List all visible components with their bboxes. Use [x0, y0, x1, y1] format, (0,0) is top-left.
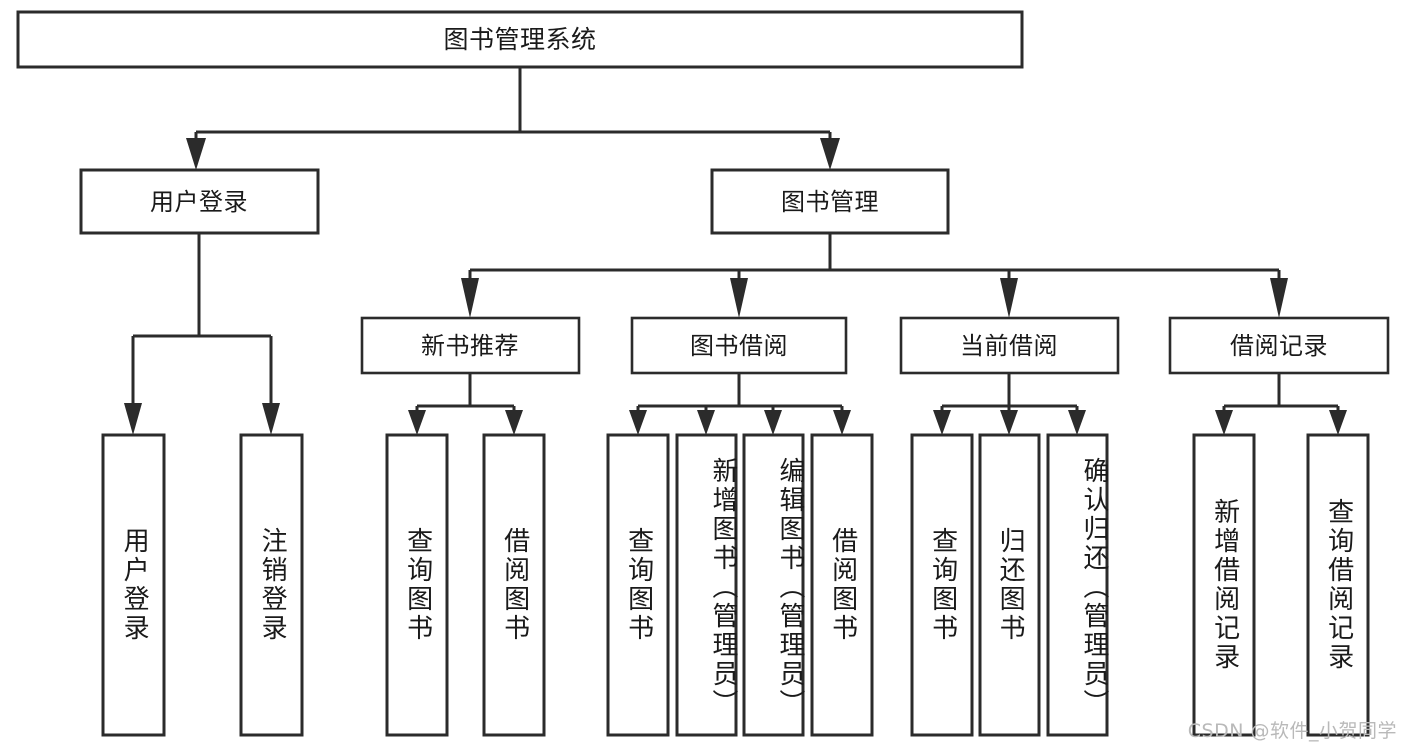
- node-user-login-rect[interactable]: [79, 168, 320, 235]
- leaf-box-user-login-rect[interactable]: [101, 433, 166, 737]
- node-user-login[interactable]: 用户登录: [79, 168, 320, 235]
- leaf-box-query-book-3-rect[interactable]: [910, 433, 974, 737]
- node-current-borrow-label: 当前借阅: [960, 332, 1058, 360]
- leaf-box-edit-book-rect[interactable]: [742, 433, 805, 737]
- node-book-manage-label: 图书管理: [781, 188, 879, 216]
- leaf-box-add-record-rect[interactable]: [1192, 433, 1256, 737]
- leaf-box-return-book-rect[interactable]: [978, 433, 1041, 737]
- arrow-head-to-book-manage: [820, 138, 840, 170]
- leaf-box-borrow-book-1-rect[interactable]: [482, 433, 546, 737]
- connector-group-newbook-to-leaves: [408, 373, 523, 435]
- node-new-book-recommend[interactable]: 新书推荐: [360, 316, 581, 375]
- arrow-head-leaf-borrow-book-2: [833, 410, 851, 435]
- node-current-borrow-rect[interactable]: [899, 316, 1120, 375]
- leaf-box-query-book-1-rect[interactable]: [385, 433, 449, 737]
- node-borrow-record-rect[interactable]: [1168, 316, 1390, 375]
- arrow-head-to-current-borrow: [1000, 278, 1018, 318]
- node-root[interactable]: 图书管理系统: [16, 10, 1024, 69]
- arrow-head-leaf-edit-book: [764, 410, 782, 435]
- node-book-manage-rect[interactable]: [710, 168, 950, 235]
- arrow-head-to-user-login: [186, 138, 206, 170]
- connector-group-bookborrow-to-leaves: [629, 373, 851, 435]
- connector-group-currentborrow-to-leaves: [933, 373, 1086, 435]
- arrow-head-leaf-query-book-3: [933, 410, 951, 435]
- leaf-box-add-book-rect[interactable]: [675, 433, 738, 737]
- node-new-book-recommend-label: 新书推荐: [421, 332, 519, 360]
- leaf-box-borrow-book-2-rect[interactable]: [810, 433, 874, 737]
- arrow-head-leaf-borrow-book-1: [505, 410, 523, 435]
- arrow-head-leaf-add-book: [697, 410, 715, 435]
- arrow-head-leaf-user-login: [124, 403, 142, 435]
- node-book-borrow[interactable]: 图书借阅: [630, 316, 848, 375]
- node-book-borrow-rect[interactable]: [630, 316, 848, 375]
- connector-group-borrowrecord-to-leaves: [1215, 373, 1347, 435]
- arrow-head-leaf-add-record: [1215, 410, 1233, 435]
- connector-group-bookmanage-to-level3: [461, 233, 1288, 318]
- arrow-head-leaf-query-record: [1329, 410, 1347, 435]
- connector-group-root-to-level2: [186, 67, 840, 170]
- arrow-head-leaf-logout: [262, 403, 280, 435]
- watermark-label: CSDN @软件_小贺同学: [1187, 720, 1397, 742]
- node-book-manage[interactable]: 图书管理: [710, 168, 950, 235]
- node-current-borrow[interactable]: 当前借阅: [899, 316, 1120, 375]
- arrow-head-to-new-book: [461, 278, 479, 318]
- leaf-boxes-group: [101, 433, 1370, 737]
- node-user-login-label: 用户登录: [150, 188, 248, 216]
- connector-group-userlogin-to-leaves: [124, 233, 280, 435]
- arrow-head-to-borrow-record: [1270, 278, 1288, 318]
- node-root-rect[interactable]: [16, 10, 1024, 69]
- node-root-label: 图书管理系统: [443, 25, 596, 54]
- node-new-book-recommend-rect[interactable]: [360, 316, 581, 375]
- node-borrow-record-label: 借阅记录: [1230, 332, 1328, 360]
- node-book-borrow-label: 图书借阅: [690, 332, 788, 360]
- arrow-head-leaf-query-book-2: [629, 410, 647, 435]
- arrow-head-leaf-return-book: [1000, 410, 1018, 435]
- arrow-head-leaf-confirm-return: [1068, 410, 1086, 435]
- leaf-box-query-book-2-rect[interactable]: [606, 433, 670, 737]
- leaf-box-confirm-return-rect[interactable]: [1046, 433, 1109, 737]
- leaf-box-query-record-rect[interactable]: [1306, 433, 1370, 737]
- arrow-head-leaf-query-book-1: [408, 410, 426, 435]
- arrow-head-to-book-borrow: [730, 278, 748, 318]
- leaf-box-logout-rect[interactable]: [239, 433, 304, 737]
- node-borrow-record[interactable]: 借阅记录: [1168, 316, 1390, 375]
